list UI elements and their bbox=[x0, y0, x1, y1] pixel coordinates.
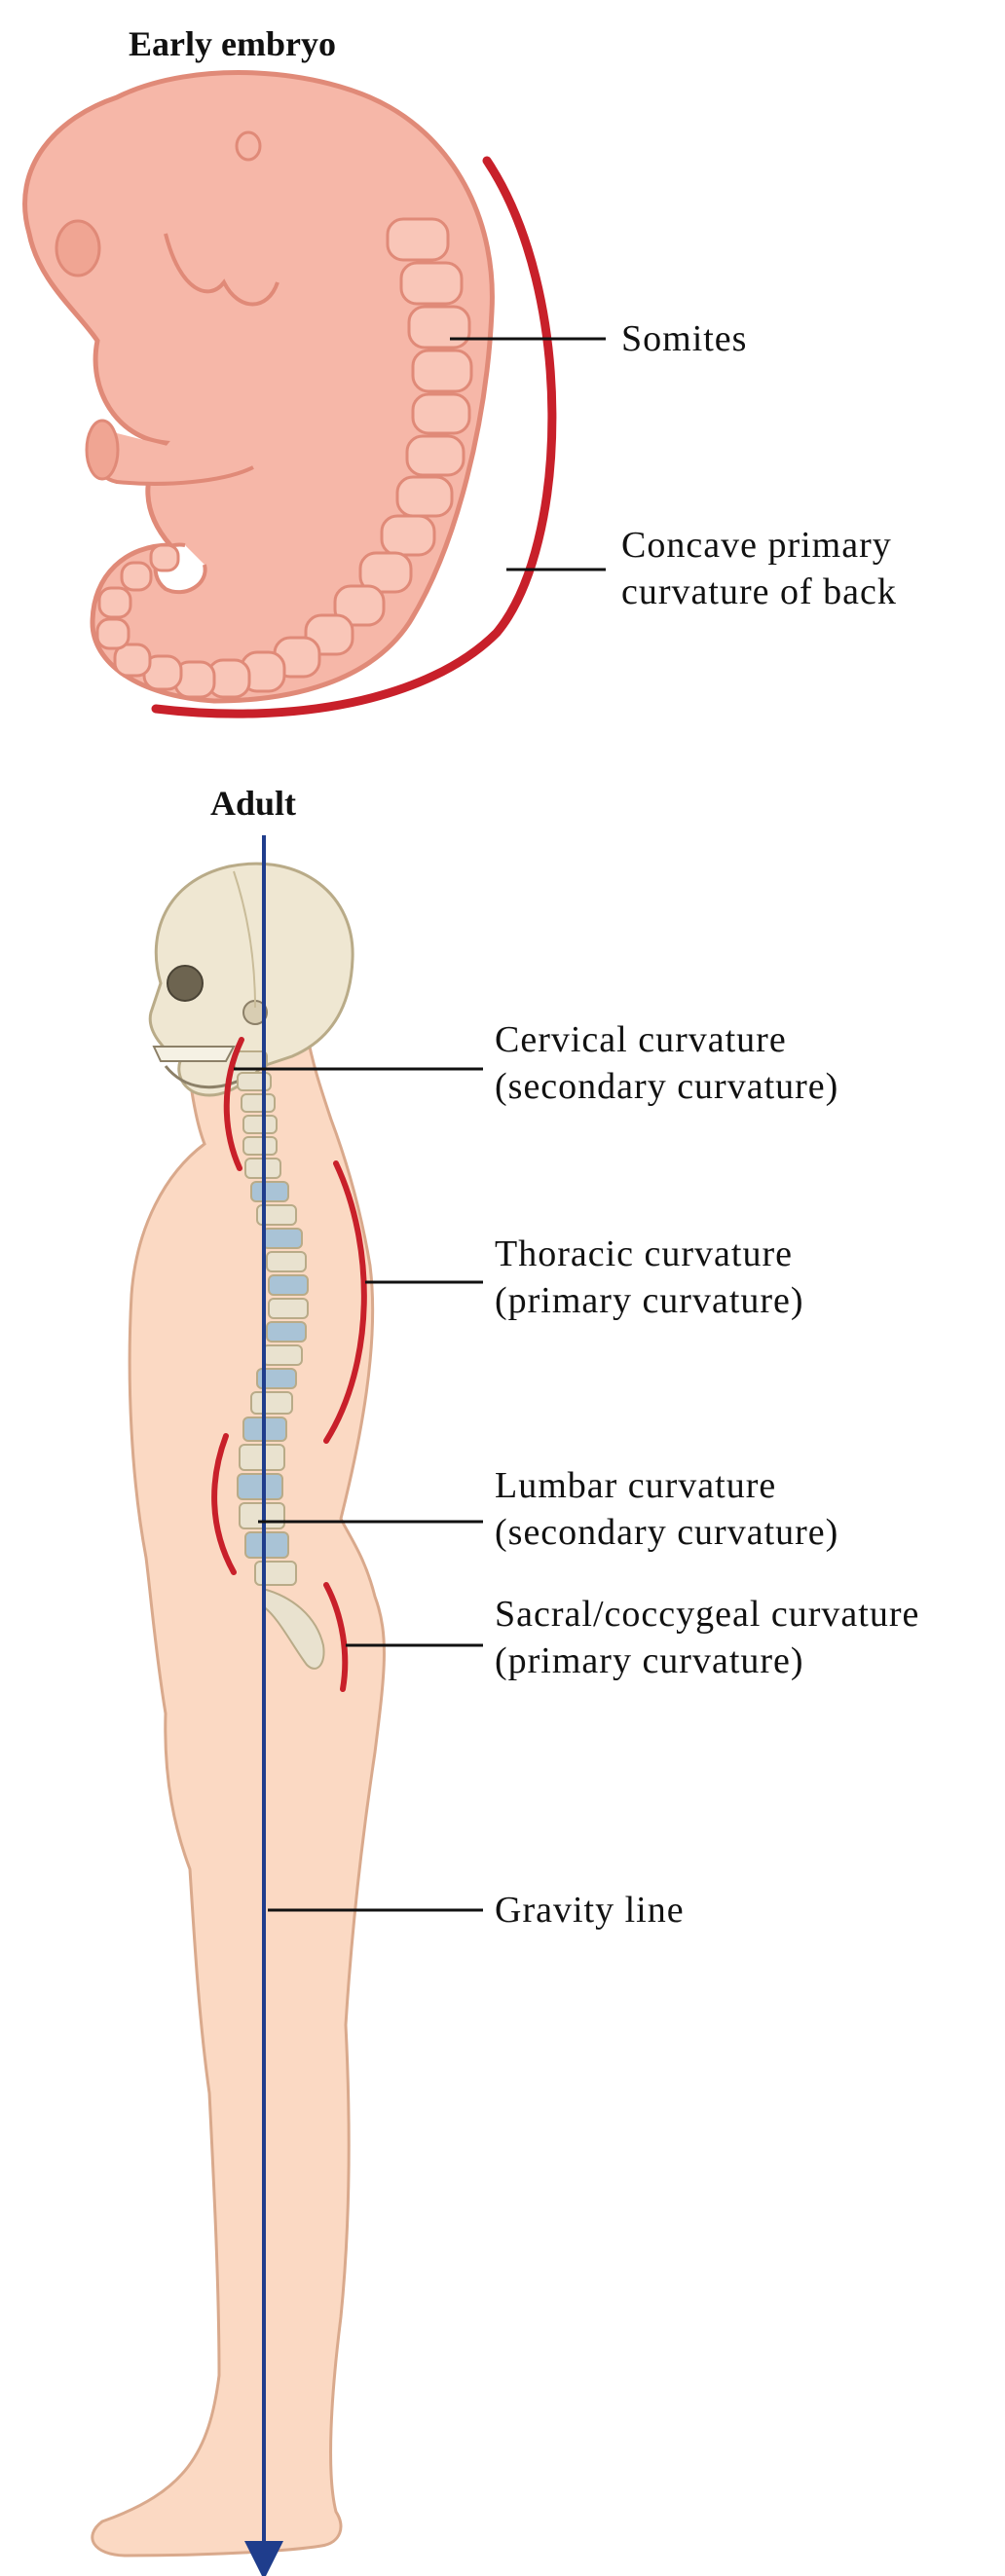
thoracic-label-line1: Thoracic curvature bbox=[495, 1231, 804, 1277]
embryo-illustration bbox=[25, 73, 606, 715]
lumbar-curvature-label: Lumbar curvature (secondary curvature) bbox=[495, 1462, 838, 1556]
cervical-label-line2: (secondary curvature) bbox=[495, 1063, 838, 1110]
adult-illustration bbox=[93, 835, 483, 2560]
adult-body-silhouette bbox=[93, 1032, 385, 2556]
lumbar-label-line1: Lumbar curvature bbox=[495, 1462, 838, 1509]
somites-label: Somites bbox=[621, 315, 747, 362]
embryo-limb-end bbox=[87, 421, 118, 479]
gravity-label-text: Gravity line bbox=[495, 1887, 685, 1933]
sacral-coccygeal-curvature-label: Sacral/coccygeal curvature (primary curv… bbox=[495, 1591, 919, 1684]
cervical-label-line1: Cervical curvature bbox=[495, 1016, 838, 1063]
concave-label-line2: curvature of back bbox=[621, 569, 897, 615]
concave-primary-curvature-label: Concave primary curvature of back bbox=[621, 522, 897, 615]
thoracic-curvature-label: Thoracic curvature (primary curvature) bbox=[495, 1231, 804, 1324]
sacral-label-line1: Sacral/coccygeal curvature bbox=[495, 1591, 919, 1638]
concave-label-line1: Concave primary bbox=[621, 522, 897, 569]
somites-label-text: Somites bbox=[621, 315, 747, 362]
embryo-eye bbox=[56, 221, 99, 276]
sacral-label-line2: (primary curvature) bbox=[495, 1638, 919, 1684]
cervical-curvature-label: Cervical curvature (secondary curvature) bbox=[495, 1016, 838, 1110]
gravity-line-label: Gravity line bbox=[495, 1887, 685, 1933]
thoracic-label-line2: (primary curvature) bbox=[495, 1277, 804, 1324]
lumbar-label-line2: (secondary curvature) bbox=[495, 1509, 838, 1556]
